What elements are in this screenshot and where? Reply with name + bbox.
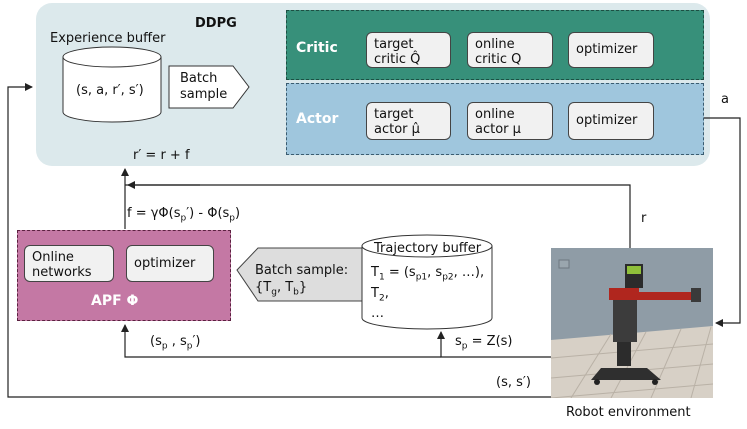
experience-buffer-label: Experience buffer	[50, 31, 166, 46]
r-arrow	[125, 184, 631, 248]
critic-title: Critic	[296, 40, 338, 56]
trajectory-buffer-cylinder	[361, 234, 493, 330]
online-critic-line2: critic Q	[475, 52, 522, 67]
experience-buffer-content: (s, a, r′, s′)	[76, 83, 144, 98]
r-label: r	[641, 211, 647, 226]
robot-environment-image	[551, 248, 713, 398]
sp-z-label: sp = Z(s)	[455, 334, 512, 352]
robot-scene	[551, 248, 713, 398]
online-critic-box: online critic Q	[467, 32, 553, 68]
critic-optimizer-box: optimizer	[568, 32, 654, 68]
t1-mid: , s	[427, 265, 443, 280]
actor-optimizer-box: optimizer	[568, 102, 654, 140]
apf-online-networks-line1: Online	[32, 250, 74, 265]
sp-z-a: s	[455, 334, 462, 349]
a-label: a	[721, 92, 729, 107]
apf-batch-sample-label: Batch sample: {Tg, Tb}	[255, 262, 348, 302]
a-arrow	[704, 117, 741, 327]
trajectory-more: …	[371, 306, 384, 322]
ddpg-title: DDPG	[195, 16, 237, 31]
sp-z-b: = Z(s)	[467, 334, 513, 349]
online-actor-line1: online	[475, 107, 515, 122]
f-eq-part-b: ′) - Φ(s	[186, 206, 230, 221]
sp-pair-label: (sp , sp′)	[150, 334, 201, 352]
trajectory-t2: T2,	[371, 286, 484, 307]
s-pair-label: (s, s′)	[496, 375, 531, 390]
t1-sub-p2: p2	[442, 272, 454, 283]
experience-buffer-cylinder	[62, 46, 162, 123]
target-critic-line2: critic Q̂	[374, 52, 421, 67]
f-eq-part-c: )	[235, 206, 241, 221]
apf-batch-sample-line1: Batch sample:	[255, 263, 349, 278]
target-actor-line1: target	[374, 107, 414, 122]
apf-batch-mid: , T	[276, 280, 294, 295]
online-critic-line1: online	[475, 37, 515, 52]
t1-sub-p1: p1	[415, 272, 428, 283]
apf-title: APF Φ	[91, 293, 139, 309]
apf-batch-t-prefix: {T	[255, 280, 272, 295]
t1-eq: = (s	[384, 265, 416, 280]
apf-optimizer-box: optimizer	[126, 245, 214, 282]
sp-pair-a: (s	[150, 334, 162, 349]
apf-online-networks-line2: networks	[32, 265, 92, 280]
trajectory-buffer-label: Trajectory buffer	[374, 241, 482, 256]
t1-main: T	[371, 265, 379, 280]
apf-batch-sub-b: b	[293, 287, 299, 298]
target-critic-line1: target	[374, 37, 414, 52]
t2-sub: 2	[378, 293, 385, 304]
online-actor-box: online actor μ	[467, 102, 553, 140]
f-equation-label: f = γΦ(sp′) - Φ(sp)	[127, 206, 240, 224]
sp-z-sub: p	[461, 341, 468, 352]
t2-main: T	[371, 285, 379, 301]
t1-sub: 1	[378, 272, 385, 283]
sp-pair-c: ′)	[192, 334, 201, 349]
apf-batch-sample-line2: {Tg, Tb}	[255, 279, 348, 302]
r-prime-label: r′ = r + f	[133, 148, 190, 163]
batch-sample-label: Batch sample	[180, 71, 227, 103]
t1-end: , …),	[453, 265, 485, 280]
t2-end: ,	[384, 285, 389, 301]
target-actor-box: target actor μ̂	[366, 102, 451, 140]
f-eq-part-a: f = γΦ(s	[127, 206, 181, 221]
sp-pair-sub1: p	[161, 341, 168, 352]
trajectory-t1: T1 = (sp1, sp2, …),	[371, 265, 484, 286]
batch-sample-shape	[168, 65, 250, 109]
robot-environment-label: Robot environment	[566, 405, 691, 420]
sp-pair-sub2: p	[186, 341, 193, 352]
batch-sample-line2: sample	[180, 87, 228, 102]
online-actor-line2: actor μ	[475, 122, 521, 137]
sp-pair-b: , s	[167, 334, 187, 349]
apf-online-networks-box: Online networks	[24, 245, 114, 282]
target-actor-line2: actor μ̂	[374, 122, 420, 137]
target-critic-box: target critic Q̂	[366, 32, 451, 68]
f-eq-sub2: p	[229, 213, 236, 224]
trajectory-buffer-content: T1 = (sp1, sp2, …), T2, …	[371, 265, 484, 322]
apf-batch-end: }	[298, 280, 308, 295]
sp-pair-arrow	[121, 324, 441, 358]
batch-sample-line1: Batch	[180, 71, 218, 86]
apf-batch-sub-g: g	[271, 287, 277, 298]
s-pair-arrow	[7, 83, 551, 398]
f-eq-sub1: p	[180, 213, 187, 224]
actor-title: Actor	[296, 111, 339, 127]
